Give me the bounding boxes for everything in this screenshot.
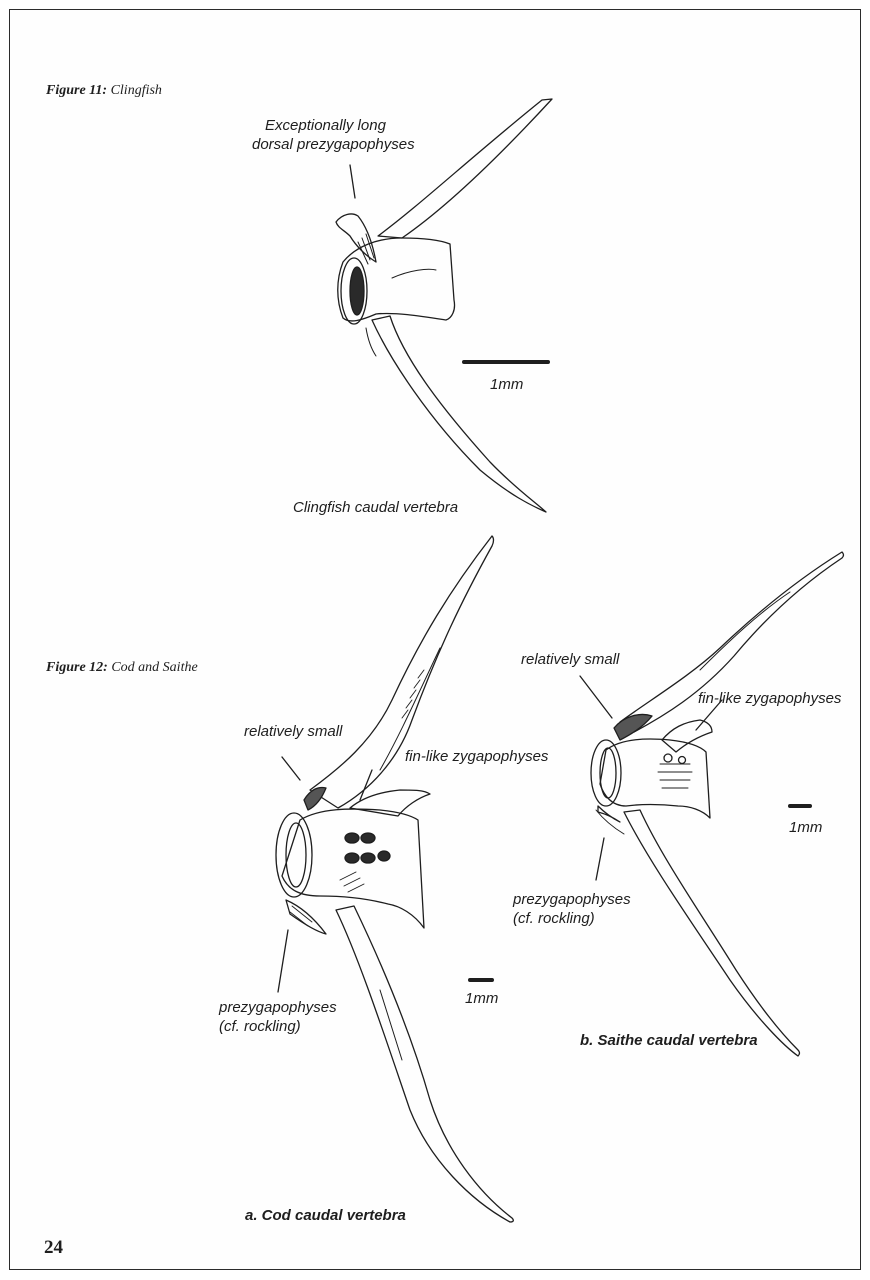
saithe-scale-label: 1mm bbox=[789, 819, 823, 836]
figure-11-caption: Figure 11: Clingfish bbox=[46, 83, 162, 99]
page-frame bbox=[9, 9, 861, 1270]
saithe-label-prezyg-line-1: prezygapophyses bbox=[513, 891, 631, 908]
saithe-title: b. Saithe caudal vertebra bbox=[580, 1032, 758, 1049]
cod-label-fin-like: fin-like zygapophyses bbox=[405, 748, 549, 765]
clingfish-vertebra-drawing bbox=[335, 98, 553, 513]
figure-12-caption: Figure 12: Cod and Saithe bbox=[46, 660, 198, 676]
saithe-label-fin-like: fin-like zygapophyses bbox=[698, 690, 842, 707]
clingfish-scale-label: 1mm bbox=[490, 376, 524, 393]
saithe-vertebra-drawing bbox=[579, 551, 845, 1057]
saithe-label-prezyg-line-2: (cf. rockling) bbox=[513, 910, 595, 927]
clingfish-title: Clingfish caudal vertebra bbox=[293, 499, 459, 516]
cod-label-prezyg-line-2: (cf. rockling) bbox=[219, 1018, 301, 1035]
clingfish-annotation-line-2: dorsal prezygapophyses bbox=[252, 136, 415, 153]
clingfish-annotation-line-1: Exceptionally long bbox=[265, 117, 386, 134]
figure-12-label: Figure 12: bbox=[46, 660, 108, 675]
page-number: 24 bbox=[44, 1237, 63, 1258]
cod-title: a. Cod caudal vertebra bbox=[245, 1207, 406, 1224]
figure-11-label: Figure 11: bbox=[46, 83, 108, 98]
cod-scale-label: 1mm bbox=[465, 990, 499, 1007]
cod-vertebra-drawing bbox=[275, 535, 514, 1223]
saithe-label-relatively-small: relatively small bbox=[521, 651, 620, 668]
figure-11-caption-text: Clingfish bbox=[110, 83, 162, 98]
figure-12-caption-text: Cod and Saithe bbox=[111, 660, 198, 675]
cod-label-prezyg-line-1: prezygapophyses bbox=[219, 999, 337, 1016]
cod-label-relatively-small: relatively small bbox=[244, 723, 343, 740]
